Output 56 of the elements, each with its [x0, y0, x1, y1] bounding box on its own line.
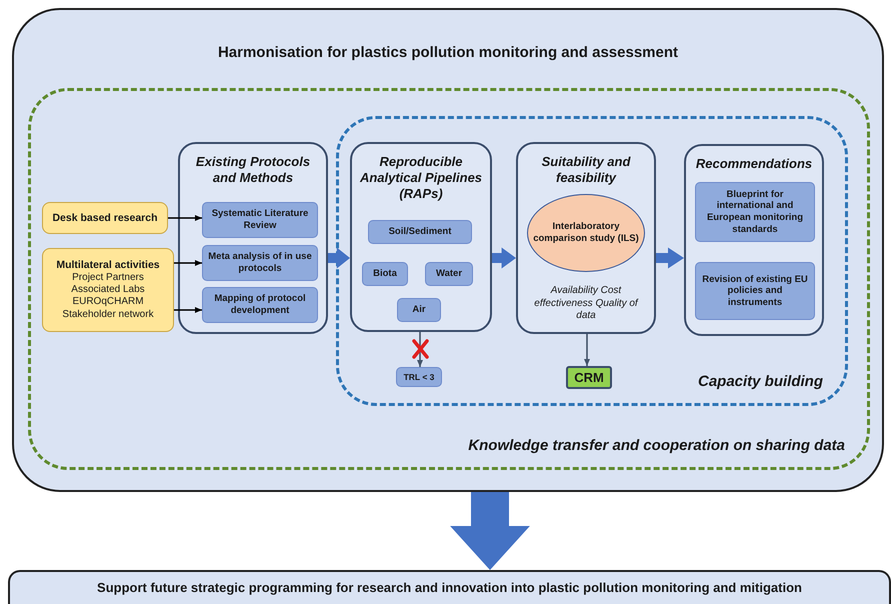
stage-panel: [684, 144, 824, 336]
process-box: [202, 245, 318, 281]
stage-panel: [516, 142, 656, 334]
block-arrow: [656, 248, 684, 268]
input-box: [42, 248, 174, 332]
output-box: [566, 366, 612, 389]
label-text: Meta analysis of in use protocols: [207, 251, 313, 275]
label-text: Availability Cost effectiveness Quality of data: [533, 285, 640, 322]
process-box: [368, 220, 472, 244]
label-text: Associated Labs: [71, 284, 145, 296]
arrow: [584, 334, 590, 366]
heading: Capacity building: [698, 372, 823, 391]
label-text: Stakeholder network: [62, 308, 154, 321]
label-text: Systematic Literature Review: [210, 208, 310, 232]
outcome-box: [8, 570, 891, 604]
process-box: [695, 262, 815, 320]
heading: Recommendations: [696, 156, 812, 172]
label-text: TRL < 3: [404, 372, 434, 382]
label-text: Soil/Sediment: [388, 226, 452, 238]
heading: Existing Protocols and Methods: [194, 154, 312, 186]
label-text: Project Partners: [72, 272, 144, 284]
label-text: Mapping of protocol development: [213, 293, 307, 317]
input-box: [42, 202, 168, 234]
heading: Suitability and feasibility: [540, 154, 632, 186]
heading: Reproducible Analytical Pipelines (RAPs): [358, 154, 484, 202]
label-text: Multilateral activities: [56, 259, 160, 272]
label-text: Biota: [373, 268, 397, 280]
block-arrow: [450, 492, 530, 570]
process-box: [695, 182, 815, 242]
label-text: Air: [412, 304, 426, 316]
stage-panel: [350, 142, 492, 332]
outer-frame: [12, 8, 884, 492]
label-text: Desk based research: [52, 212, 158, 224]
process-box: [425, 262, 473, 286]
arrow: [174, 260, 202, 266]
process-box: [202, 202, 318, 238]
label-text: EUROqCHARM: [72, 296, 144, 309]
stage-panel: [178, 142, 328, 334]
label-text: CRM: [574, 370, 604, 386]
label-text: Revision of existing EU policies and instruments: [701, 274, 809, 308]
label-text: Blueprint for international and European monitoring standards: [706, 188, 804, 236]
process-box: [397, 298, 441, 322]
process-box: [396, 367, 442, 387]
process-box: [362, 262, 408, 286]
label-text: Interlaboratory comparison study (ILS): [532, 221, 640, 245]
dashed-region: [28, 88, 870, 470]
block-arrow: [328, 248, 350, 268]
dashed-region: [336, 116, 848, 406]
label-text: Water: [436, 268, 462, 280]
process-box: [202, 287, 318, 323]
heading: Harmonisation for plastics pollution monitoring and assessment: [218, 44, 678, 62]
label-text: Support future strategic programming for research and innovation into plastic pollution monitoring and mitigation: [97, 580, 802, 596]
block-arrow: [492, 248, 516, 268]
arrow: [168, 215, 202, 221]
heading: Knowledge transfer and cooperation on sharing data: [468, 436, 845, 455]
arrow: [417, 332, 423, 367]
